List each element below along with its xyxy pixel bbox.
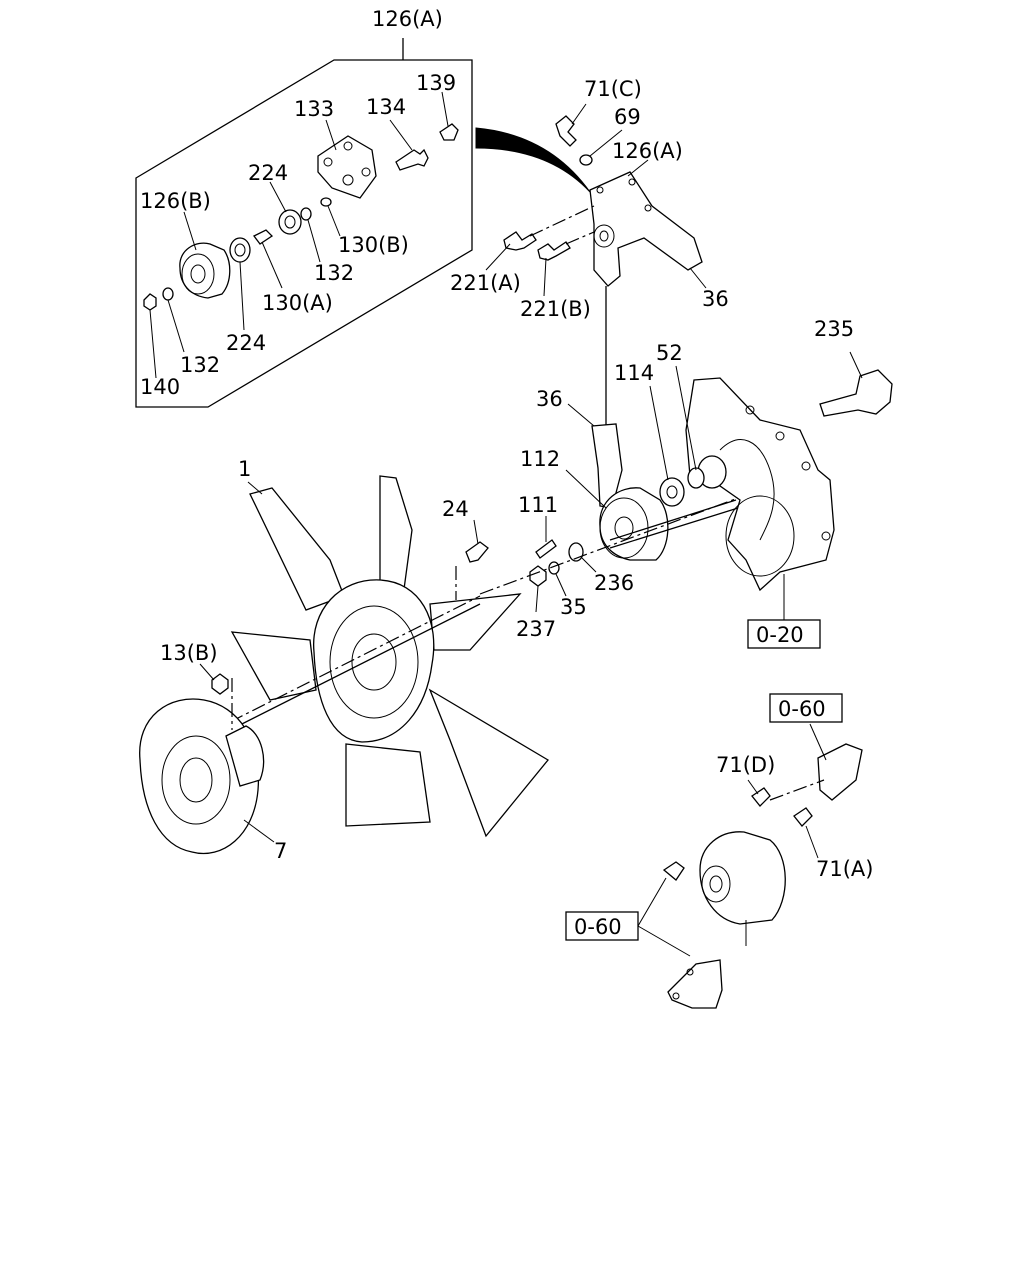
bearing-224-upper [278, 209, 302, 235]
label-130b: 130(B) [338, 233, 409, 257]
label-71d: 71(D) [716, 753, 775, 777]
label-132-upper: 132 [314, 261, 354, 285]
label-133: 133 [294, 97, 334, 121]
nut-237 [529, 565, 547, 587]
label-71a: 71(A) [816, 857, 873, 881]
label-140: 140 [140, 375, 180, 399]
label-0-60-upper: 0-60 [778, 697, 826, 721]
detail-inset-box [135, 38, 473, 408]
hub-52 [675, 365, 727, 489]
spacer-130a [253, 229, 274, 245]
tensioner-bracket-36-126a [589, 171, 703, 287]
label-126a-right: 126(A) [612, 139, 683, 163]
label-237: 237 [516, 617, 556, 641]
label-224-lower: 224 [226, 331, 266, 355]
grease-fitting-139 [439, 123, 459, 141]
gear-shaft-235 [819, 351, 893, 417]
label-7: 7 [274, 839, 287, 863]
label-111: 111 [518, 493, 558, 517]
label-36-lower: 36 [536, 387, 563, 411]
label-235: 235 [814, 317, 854, 341]
label-36-upper: 36 [702, 287, 729, 311]
stud-111 [535, 516, 557, 559]
nut-140 [143, 293, 157, 311]
bolt-71c [555, 115, 577, 147]
fan-clutch-7 [139, 698, 275, 855]
label-221b: 221(B) [520, 297, 591, 321]
label-0-20: 0-20 [756, 623, 804, 647]
bolt-71d [747, 779, 771, 807]
label-52: 52 [656, 341, 683, 365]
alternator [699, 831, 786, 925]
label-132-lower: 132 [180, 353, 220, 377]
bolt-alternator [662, 861, 685, 881]
idler-pulley-126b [179, 242, 231, 299]
bracket-36-lower [567, 403, 623, 509]
label-130a: 130(A) [262, 291, 333, 315]
shaft-134 [395, 148, 429, 171]
washer-132-lower [162, 287, 174, 301]
ref-box-0-20 [747, 619, 821, 649]
detail-leaders [149, 91, 449, 379]
label-114: 114 [614, 361, 654, 385]
washer-69 [579, 154, 593, 166]
label-112: 112 [520, 447, 560, 471]
bolt-71a [793, 807, 819, 859]
label-69: 69 [614, 105, 641, 129]
label-236: 236 [594, 571, 634, 595]
label-0-60-lower: 0-60 [574, 915, 622, 939]
spacer-236 [568, 542, 597, 573]
label-126b: 126(B) [140, 189, 211, 213]
label-126a-top: 126(A) [372, 7, 443, 31]
alternator-bracket [769, 723, 863, 801]
label-1: 1 [238, 457, 251, 481]
alternator-lower-bracket [667, 959, 723, 1009]
bearing-224-lower [229, 237, 251, 263]
label-134: 134 [366, 95, 406, 119]
washer-132-upper [300, 207, 312, 221]
bracket-133 [317, 135, 377, 199]
cooling-fan-1 [230, 475, 549, 838]
label-221a: 221(A) [450, 271, 521, 295]
label-71c: 71(C) [584, 77, 642, 101]
washer-130b [320, 197, 332, 207]
bolt-221a [503, 231, 537, 251]
label-24: 24 [442, 497, 469, 521]
label-139: 139 [416, 71, 456, 95]
bolt-24 [455, 519, 489, 600]
label-35: 35 [560, 595, 587, 619]
label-224-upper: 224 [248, 161, 288, 185]
idler-114 [649, 385, 685, 507]
nut-13b [199, 663, 233, 730]
ref-box-0-60-lower [565, 911, 639, 941]
label-13b: 13(B) [160, 641, 218, 665]
ref-box-0-60-upper [769, 693, 843, 723]
bolt-221b [537, 241, 571, 261]
